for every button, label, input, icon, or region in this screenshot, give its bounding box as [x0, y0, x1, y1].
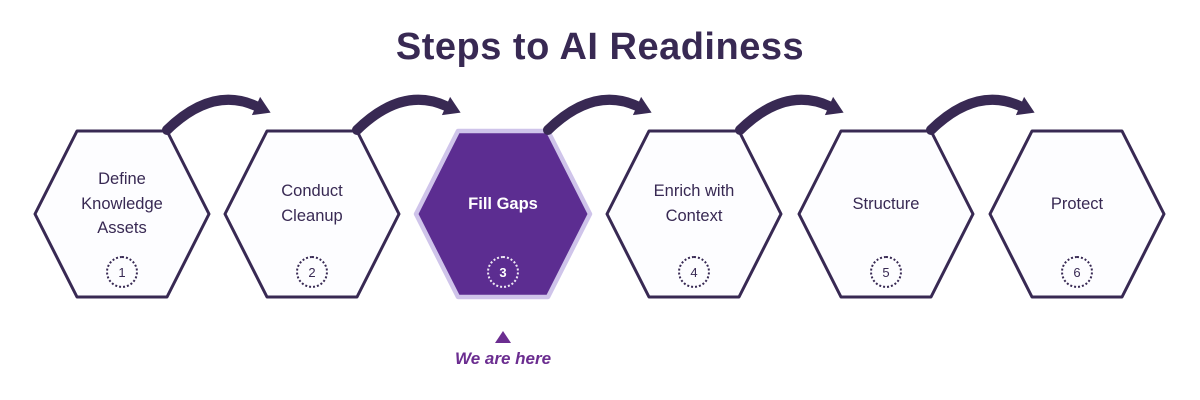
curved-arrow-icon	[352, 94, 461, 135]
step-number-badge: 5	[870, 256, 902, 288]
we-are-here-label: We are here	[454, 349, 552, 368]
step-conduct-cleanup: Conduct Cleanup 2	[222, 128, 402, 300]
here-pointer-triangle-icon	[495, 331, 511, 343]
step-label: Enrich with Context	[653, 182, 735, 225]
step-protect: Protect 6	[987, 128, 1167, 300]
step-number-badge: 6	[1061, 256, 1093, 288]
curved-arrow-icon	[162, 94, 271, 135]
step-enrich-with-context: Enrich with Context 4	[604, 128, 784, 300]
step-number-badge: 2	[296, 256, 328, 288]
step-number-badge: 4	[678, 256, 710, 288]
page-title: Steps to AI Readiness	[395, 26, 805, 68]
curved-arrow-icon	[543, 94, 652, 135]
step-label: Protect	[1050, 194, 1104, 213]
step-label: Structure	[852, 194, 920, 213]
curved-arrow-icon	[926, 94, 1035, 135]
step-label: Define Knowledge Assets	[81, 169, 163, 238]
step-number-badge: 1	[106, 256, 138, 288]
step-structure: Structure 5	[796, 128, 976, 300]
step-label: Conduct Cleanup	[281, 182, 343, 225]
step-fill-gaps-active: Fill Gaps 3	[413, 128, 593, 300]
step-number-badge: 3	[487, 256, 519, 288]
step-label: Fill Gaps	[468, 194, 538, 213]
curved-arrow-icon	[735, 94, 844, 135]
hexagon-shape	[988, 129, 1166, 299]
step-define-knowledge-assets: Define Knowledge Assets 1	[32, 128, 212, 300]
